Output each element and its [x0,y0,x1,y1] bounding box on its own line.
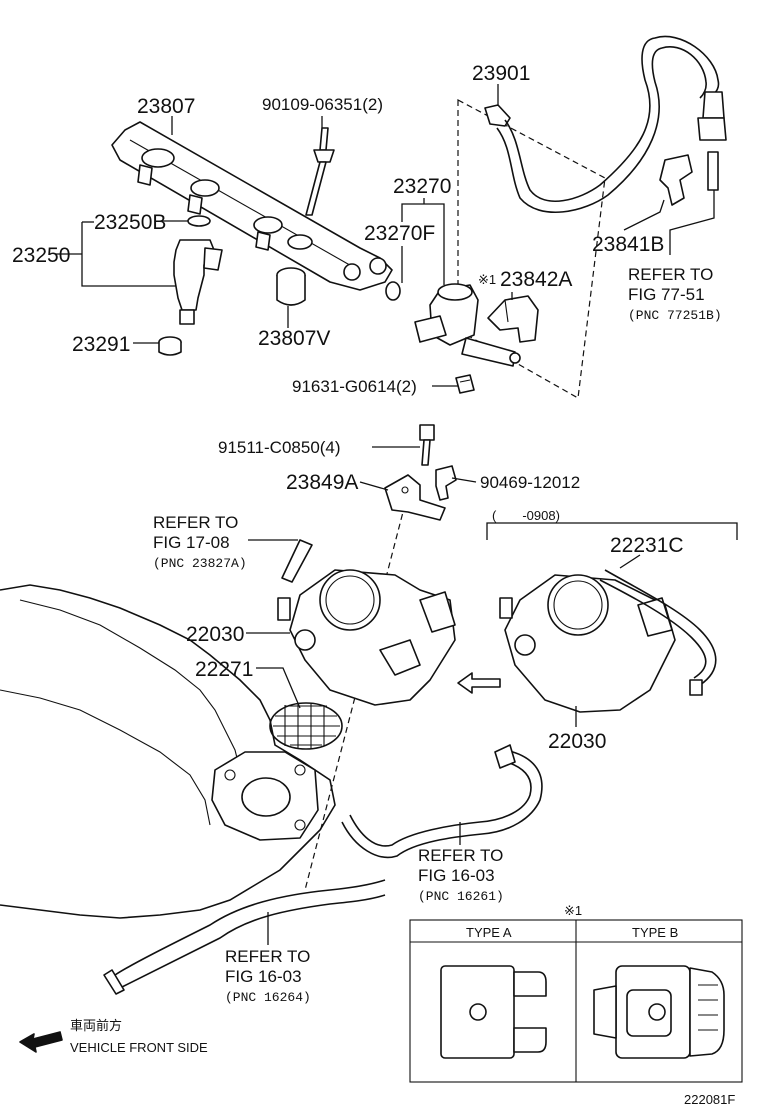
regulator-bracket-drawing [487,295,539,343]
ref-16-03-b[interactable]: REFER TO FIG 16-03 (PNC 16264) [225,947,311,1005]
ref-16-03-a[interactable]: REFER TO FIG 16-03 (PNC 16261) [418,846,504,904]
injector-drawing [173,239,223,325]
fuel-rail-drawing [111,121,393,291]
label-regulator-bolt: 91631-G0614(2) [292,377,417,396]
throttle-bracket-drawing [384,474,446,521]
insulator-drawing [158,336,182,356]
throttle-body-alt-drawing [499,574,676,713]
type-a-drawing [440,965,547,1059]
label-throttle-body: 22030 [186,623,244,646]
label-date-range: ( -0908) [492,508,560,523]
svg-text:FIG 16-03: FIG 16-03 [225,967,302,986]
type-b-drawing [593,965,725,1059]
type-box: ※1 TYPE A TYPE B [409,903,743,1083]
label-fuel-line: 23901 [472,62,530,85]
hose-clamp-drawing [659,151,719,206]
arrow-to-alt-throttle [457,672,501,694]
throttle-body-drawing [277,569,456,706]
intake-manifold-drawing [0,584,336,919]
figure-id: 222081F [684,1092,735,1107]
rail-bolt-drawing [305,127,335,216]
label-hose-clamp: 23841B [592,233,664,256]
label-type-note-mark: ※1 [478,272,496,287]
left-arrow-icon [19,1031,63,1053]
leader-90469 [451,477,477,483]
type-a-label: TYPE A [466,925,512,940]
injector-o-ring-drawing [187,215,211,227]
label-rail-bolt: 90109-06351(2) [262,95,383,114]
regulator-bolt-drawing [455,374,475,394]
label-injector-insulator: 23291 [72,333,130,356]
fuel-line-connector-drawing [697,91,727,141]
leader-22231C [619,554,641,569]
fuel-line-drawing [484,35,720,213]
hose-16-03-upper-drawing [341,744,543,859]
svg-text:REFER TO: REFER TO [418,846,503,865]
leader-22271 [256,667,301,709]
hose-17-08-drawing [281,539,313,583]
pressure-regulator-drawing [414,283,521,367]
label-injector: 23250 [12,244,70,267]
svg-text:(PNC 16264): (PNC 16264) [225,990,311,1005]
label-regulator-o-ring: 23270F [364,222,435,245]
label-regulator-bracket: 23842A [500,268,572,291]
leader-23841B [623,199,665,231]
spacer-drawing [276,267,306,306]
label-injector-o-ring: 23250B [94,211,166,234]
vehicle-front-indicator: 車両前方 VEHICLE FRONT SIDE [19,1018,208,1055]
svg-text:REFER TO: REFER TO [153,513,238,532]
ref-17-08[interactable]: REFER TO FIG 17-08 (PNC 23827A) [153,513,247,571]
label-gasket: 22271 [195,658,253,681]
leader-23270 [401,198,445,285]
svg-text:FIG 17-08: FIG 17-08 [153,533,230,552]
bracket-bolt-drawing [419,424,435,466]
regulator-o-ring-drawing [385,281,401,301]
direction-english: VEHICLE FRONT SIDE [70,1040,208,1055]
regulator-group-outline [457,99,606,399]
throttle-hose-drawing [599,569,717,696]
label-fuel-rail: 23807 [137,95,195,118]
leader-23849A [359,481,389,491]
leader-ref-77-51 [669,190,715,255]
type-box-mark: ※1 [564,903,582,918]
direction-japanese: 車両前方 [70,1018,122,1033]
hose-16-03-lower-drawing [103,879,386,995]
svg-text:(PNC 23827A): (PNC 23827A) [153,556,247,571]
svg-text:FIG 77-51: FIG 77-51 [628,285,705,304]
label-throttle-body-alt: 22030 [548,730,606,753]
label-clip: 90469-12012 [480,473,580,492]
alt-throttle-bracket [486,522,738,540]
gasket-drawing [269,702,343,750]
type-b-label: TYPE B [632,925,678,940]
clip-drawing [435,465,457,501]
svg-text:REFER TO: REFER TO [225,947,310,966]
label-rail-spacer: 23807V [258,327,330,350]
label-throttle-bracket: 23849A [286,471,358,494]
svg-text:(PNC 77251B): (PNC 77251B) [628,308,722,323]
label-bracket-bolt: 91511-C0850(4) [218,438,341,457]
ref-77-51[interactable]: REFER TO FIG 77-51 (PNC 77251B) [628,265,722,323]
svg-text:(PNC 16261): (PNC 16261) [418,889,504,904]
svg-text:FIG 16-03: FIG 16-03 [418,866,495,885]
leader-23250 [55,222,176,287]
label-pressure-regulator: 23270 [393,175,451,198]
svg-text:REFER TO: REFER TO [628,265,713,284]
label-throttle-hose: 22231C [610,534,684,557]
